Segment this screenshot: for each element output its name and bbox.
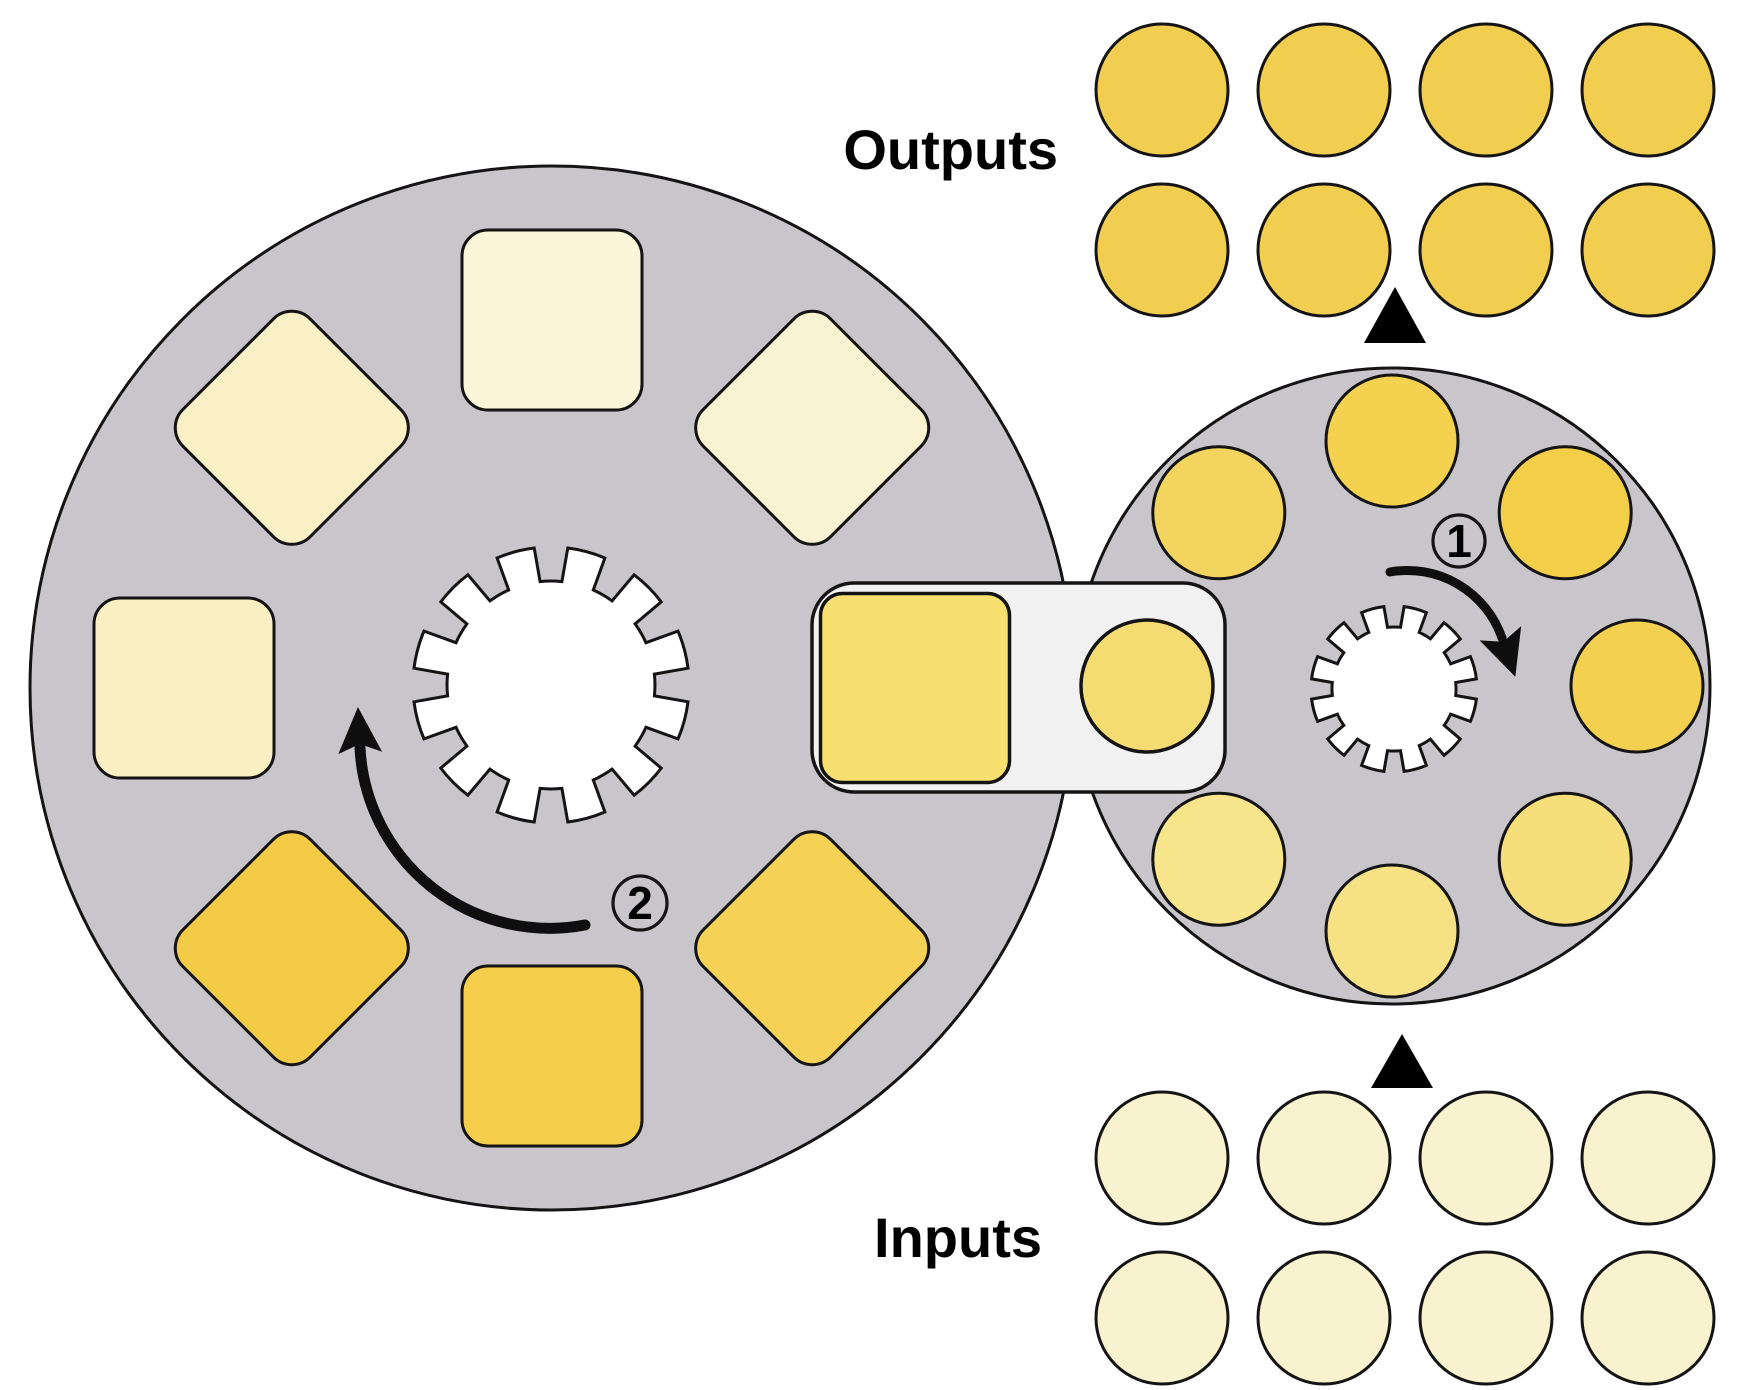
- rotation-arrow-2: [338, 707, 591, 934]
- input-token: [1256, 1250, 1392, 1386]
- output-token: [1094, 182, 1230, 318]
- step-2-badge: [611, 874, 669, 932]
- slot-diamond: [173, 309, 410, 546]
- carriage-circle: [1079, 618, 1215, 754]
- slot-diamond: [694, 309, 931, 546]
- input-token: [1580, 1250, 1716, 1386]
- rotation-arrow-1: [1385, 565, 1522, 677]
- flow-arrow-from-inputs: [1371, 1034, 1433, 1088]
- slot-diamond: [694, 830, 931, 1067]
- slot-circle: [1151, 791, 1287, 927]
- input-token: [1418, 1250, 1554, 1386]
- output-token: [1256, 182, 1392, 318]
- flow-arrow-to-outputs: [1364, 287, 1426, 343]
- input-token: [1256, 1090, 1392, 1226]
- slot-square: [460, 228, 644, 412]
- slot-circle: [1497, 791, 1633, 927]
- gear-icon: [412, 546, 690, 824]
- output-token: [1256, 22, 1392, 158]
- step-1-badge: [1431, 513, 1487, 569]
- output-token: [1094, 22, 1230, 158]
- input-token: [1094, 1090, 1230, 1226]
- outputs-label: Outputs: [843, 118, 1058, 181]
- output-token: [1580, 182, 1716, 318]
- slot-circle: [1151, 445, 1287, 581]
- input-token: [1580, 1090, 1716, 1226]
- slot-circle: [1569, 618, 1705, 754]
- carriage-square: [818, 591, 1012, 785]
- inputs-label: Inputs: [874, 1206, 1042, 1269]
- output-token: [1418, 22, 1554, 158]
- output-token: [1580, 22, 1716, 158]
- step-2-number: 2: [627, 877, 653, 929]
- slot-circle: [1324, 373, 1460, 509]
- slot-circle: [1324, 863, 1460, 999]
- slot-square: [92, 596, 276, 780]
- gear-icon: [1309, 604, 1479, 774]
- input-token: [1094, 1250, 1230, 1386]
- slot-square: [460, 964, 644, 1148]
- step-1-number: 1: [1446, 515, 1472, 567]
- output-token: [1418, 182, 1554, 318]
- input-token: [1418, 1090, 1554, 1226]
- slot-diamond: [173, 830, 410, 1067]
- slot-circle: [1497, 445, 1633, 581]
